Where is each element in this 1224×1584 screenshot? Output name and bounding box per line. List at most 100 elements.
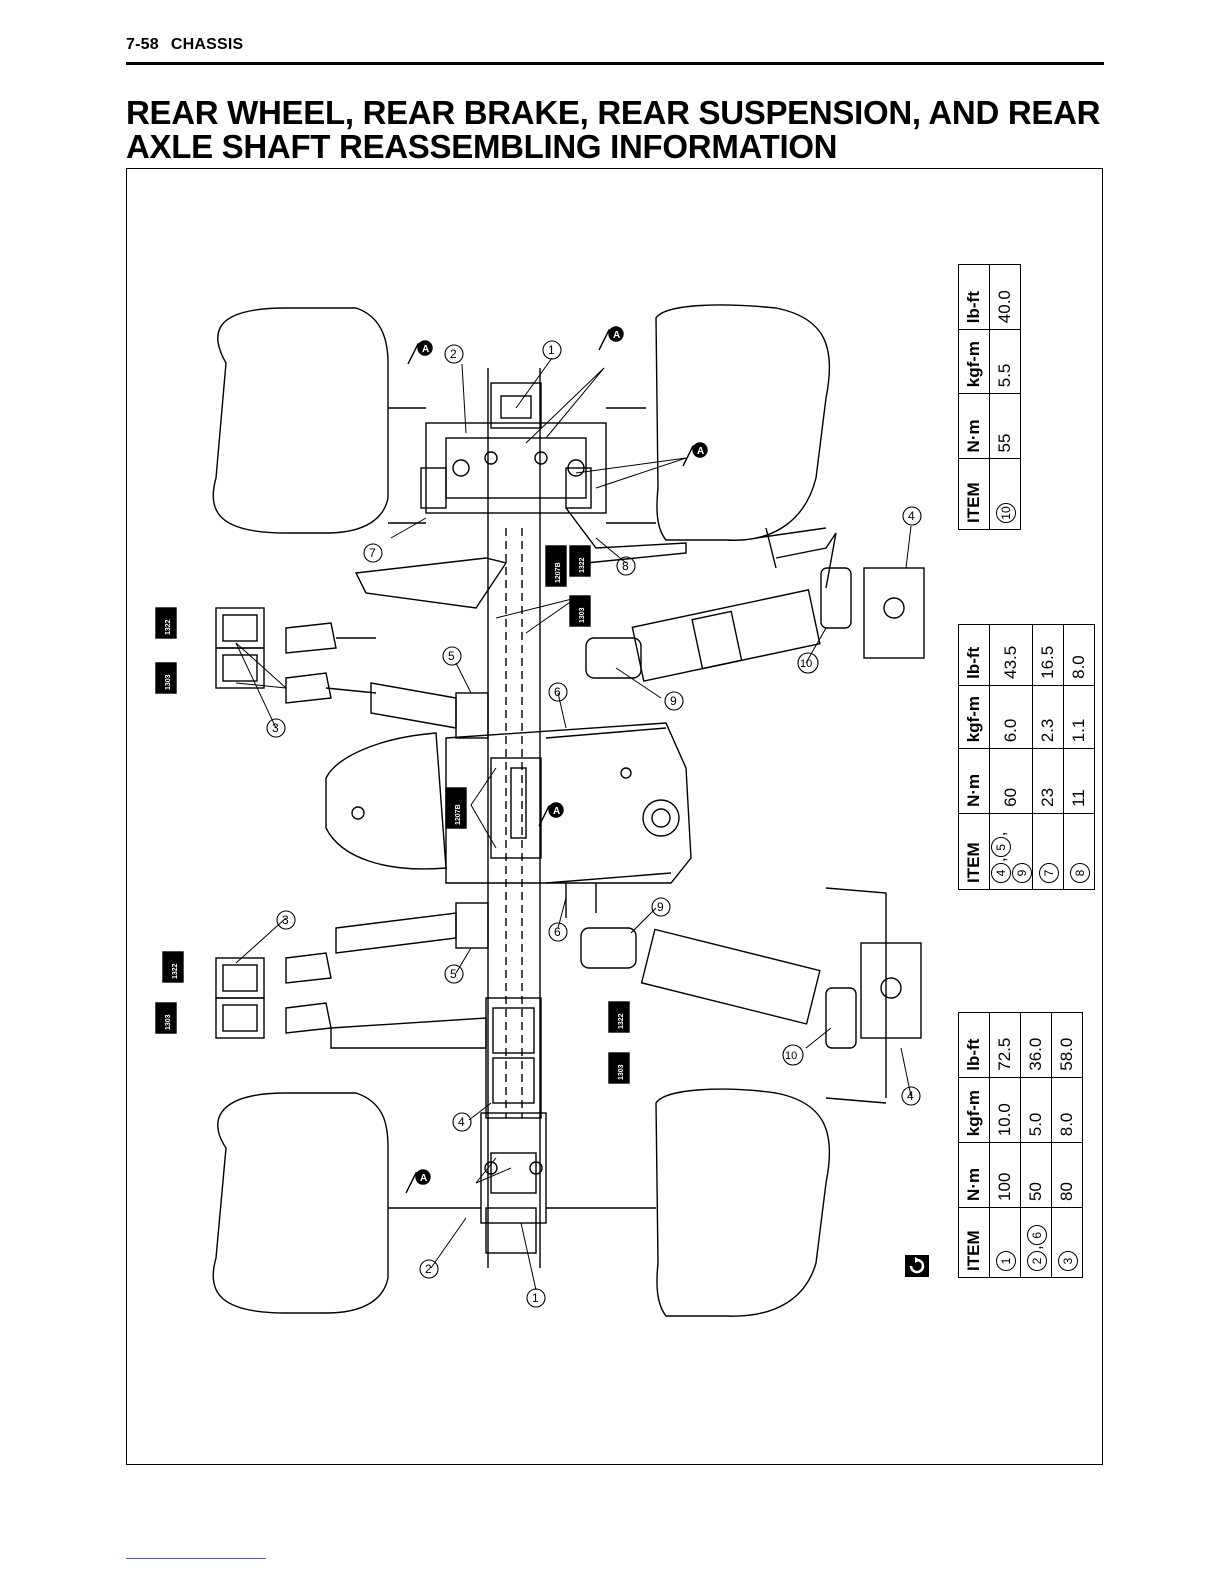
callout-5-bottom: 5 (444, 964, 464, 984)
thread-lock-1207b-a: 1207B (545, 545, 567, 587)
kgfm-cell: 8.0 (1051, 1077, 1083, 1143)
title-line-2: AXLE SHAFT REASSEMBLING INFORMATION (126, 128, 838, 165)
kgfm-cell: 2.3 (1032, 685, 1064, 749)
grease-symbol-1: A (407, 340, 433, 365)
carrier-housing (325, 722, 692, 918)
tire-bottom-right (655, 1088, 831, 1317)
svg-text:1: 1 (548, 343, 555, 357)
svg-text:1322: 1322 (618, 1013, 625, 1029)
svg-text:3: 3 (282, 913, 289, 927)
svg-text:1207B: 1207B (555, 562, 562, 583)
thread-lock-1322-d: 1322 (608, 1001, 630, 1033)
upper-arms (285, 557, 508, 1049)
item-cell: 7 (1032, 813, 1064, 890)
svg-text:7: 7 (369, 546, 376, 560)
nm-cell: 50 (1020, 1142, 1052, 1208)
item-cell: 4,5,9 (989, 813, 1033, 890)
rear-axle-diagram: 1 2 3 7 8 4 10 9 5 6 6 5 3 9 10 4 4 2 1 … (155, 304, 925, 1317)
page-title: REAR WHEEL, REAR BRAKE, REAR SUSPENSION,… (126, 96, 1106, 164)
svg-text:1322: 1322 (579, 557, 586, 573)
svg-text:A: A (420, 1173, 427, 1184)
tire-top-right (655, 304, 831, 541)
callout-1-bottom: 1 (526, 1288, 546, 1308)
lbft-cell: 58.0 (1051, 1012, 1083, 1078)
col-lbft: lb-ft (958, 624, 990, 686)
callout-9-bottom: 9 (651, 897, 671, 917)
thread-lock-1303-a: 1303 (155, 662, 177, 694)
thread-lock-1322-a: 1322 (155, 607, 177, 639)
col-nm: N·m (958, 393, 990, 459)
thread-lock-1322-b: 1322 (569, 545, 591, 577)
svg-text:4: 4 (908, 509, 915, 523)
table-row: 3 80 8.0 58.0 (1051, 1012, 1083, 1278)
nm-cell: 23 (1032, 748, 1064, 814)
grease-symbol-3: A (682, 442, 708, 467)
shock-absorber-upper (585, 567, 925, 682)
nm-cell: 11 (1063, 748, 1095, 814)
lbft-cell: 72.5 (989, 1012, 1021, 1078)
diagram-frame (126, 168, 1103, 1465)
item-cell: 1 (989, 1207, 1021, 1278)
lbft-cell: 43.5 (989, 624, 1033, 686)
tire-top-left (212, 307, 389, 534)
callout-6-top: 6 (548, 682, 568, 702)
svg-text:A: A (697, 446, 704, 457)
callout-8: 8 (616, 556, 636, 576)
svg-text:1303: 1303 (618, 1064, 625, 1080)
col-item: ITEM (958, 1207, 990, 1278)
nm-cell: 60 (989, 748, 1033, 814)
grease-symbol-5: A (405, 1169, 431, 1194)
kgfm-cell: 1.1 (1063, 685, 1095, 749)
title-line-1: REAR WHEEL, REAR BRAKE, REAR SUSPENSION,… (126, 94, 1101, 131)
thread-lock-1303-b: 1303 (569, 595, 591, 627)
col-kgfm: kgf-m (958, 1077, 990, 1143)
lbft-cell: 8.0 (1063, 624, 1095, 686)
svg-text:A: A (553, 806, 560, 817)
col-lbft: lb-ft (958, 1012, 990, 1078)
nm-cell: 80 (1051, 1142, 1083, 1208)
page-number: 7-58 (126, 36, 159, 53)
kgfm-cell: 5.0 (1020, 1077, 1052, 1143)
shock-absorber-lower (580, 927, 922, 1049)
nm-cell: 100 (989, 1142, 1021, 1208)
table-row: 1 100 10.0 72.5 (989, 1012, 1021, 1278)
svg-text:A: A (422, 344, 429, 355)
svg-text:10: 10 (785, 1050, 797, 1062)
torque-wrench-icon (905, 1255, 929, 1277)
svg-text:3: 3 (272, 721, 279, 735)
col-kgfm: kgf-m (958, 329, 990, 394)
callout-5-top: 5 (442, 646, 462, 666)
svg-text:2: 2 (425, 1262, 432, 1276)
col-item: ITEM (958, 813, 990, 890)
lbft-cell: 36.0 (1020, 1012, 1052, 1078)
svg-text:1322: 1322 (172, 963, 179, 979)
grease-symbols: A A A A A (405, 326, 708, 1194)
kgfm-cell: 5.5 (989, 329, 1021, 394)
kgfm-cell: 6.0 (989, 685, 1033, 749)
table-row: 7 23 2.3 16.5 (1032, 624, 1064, 890)
svg-text:1322: 1322 (165, 619, 172, 635)
callout-2-bottom: 2 (419, 1259, 439, 1279)
pivot-brackets (215, 607, 265, 1039)
bottom-hub-brake (388, 1112, 656, 1254)
callout-3-top: 3 (266, 718, 286, 738)
callout-markers: 1 2 3 7 8 4 10 9 5 6 6 5 3 9 10 4 4 2 1 (266, 340, 922, 1308)
item-cell: 3 (1051, 1207, 1083, 1278)
svg-text:10: 10 (800, 658, 812, 670)
callout-6-bottom: 6 (548, 922, 568, 942)
item-cell: 2,6 (1020, 1207, 1052, 1278)
tire-bottom-left (212, 1092, 389, 1314)
svg-text:8: 8 (622, 559, 629, 573)
svg-text:1207B: 1207B (455, 804, 462, 825)
svg-text:6: 6 (554, 685, 561, 699)
item-cell: 10 (989, 458, 1021, 530)
callout-4-top: 4 (902, 506, 922, 526)
svg-text:1303: 1303 (165, 674, 172, 690)
callout-4-bottom: 4 (452, 1112, 472, 1132)
callout-10-top: 10 (797, 652, 819, 674)
svg-text:1303: 1303 (579, 607, 586, 623)
top-hub-brake (388, 382, 687, 564)
svg-text:9: 9 (657, 900, 664, 914)
